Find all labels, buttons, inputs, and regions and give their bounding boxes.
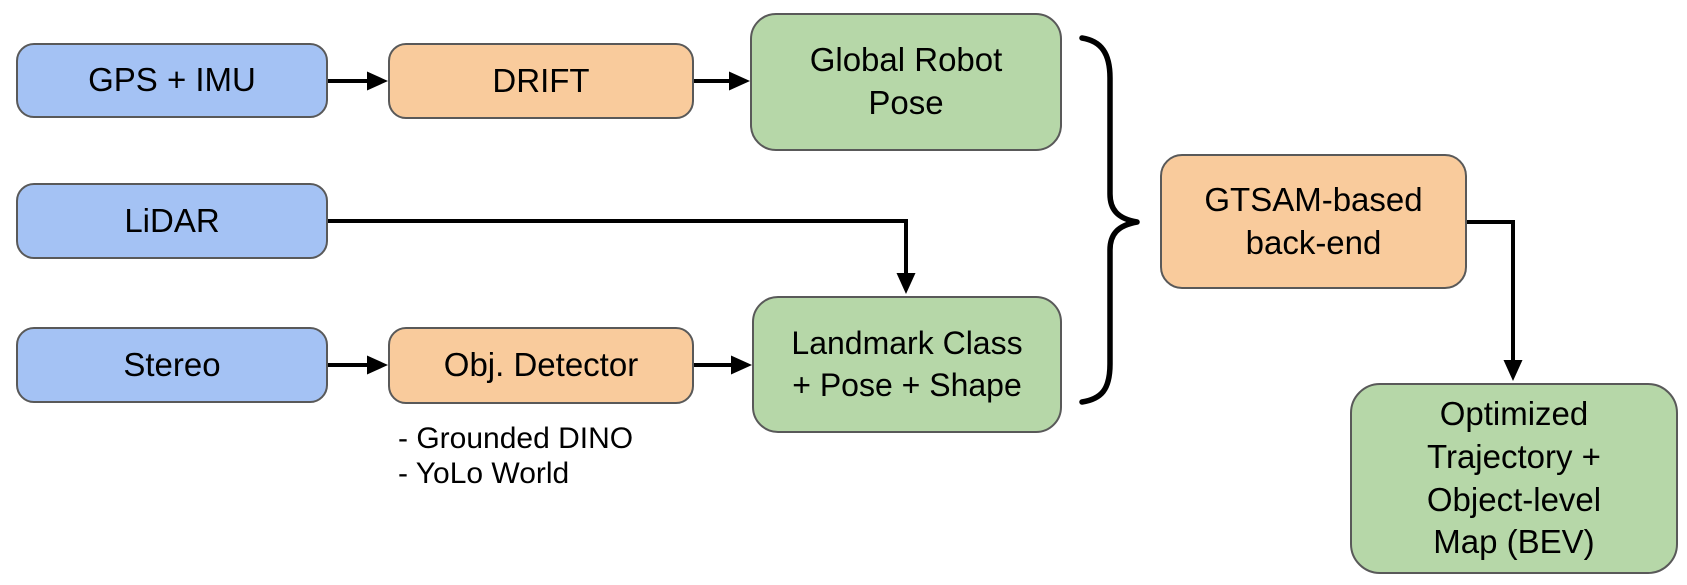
node-obj-detector: Obj. Detector (388, 327, 694, 404)
node-stereo: Stereo (16, 327, 328, 403)
node-lidar: LiDAR (16, 183, 328, 259)
arrowhead-optimized (1503, 360, 1523, 381)
merge-brace (1079, 35, 1140, 405)
node-landmark-class-pose-shape: Landmark Class + Pose + Shape (752, 296, 1062, 433)
arrowhead-landmark-left (731, 355, 752, 375)
node-global-robot-pose: Global Robot Pose (750, 13, 1062, 151)
arrowhead-drift (367, 71, 388, 91)
node-drift: DRIFT (388, 43, 694, 119)
arrowhead-landmark-top (896, 273, 916, 294)
edge-gtsam-optimized (1467, 220, 1515, 363)
detector-options-annotation: - Grounded DINO - YoLo World (398, 422, 634, 490)
arrowhead-objdetector (367, 355, 388, 375)
arrowhead-globalpose (729, 71, 750, 91)
node-optimized-trajectory-map: Optimized Trajectory + Object-level Map … (1350, 383, 1678, 574)
node-gps-imu: GPS + IMU (16, 43, 328, 118)
edge-lidar-landmark (328, 219, 908, 276)
node-gtsam-backend: GTSAM-based back-end (1160, 154, 1467, 289)
